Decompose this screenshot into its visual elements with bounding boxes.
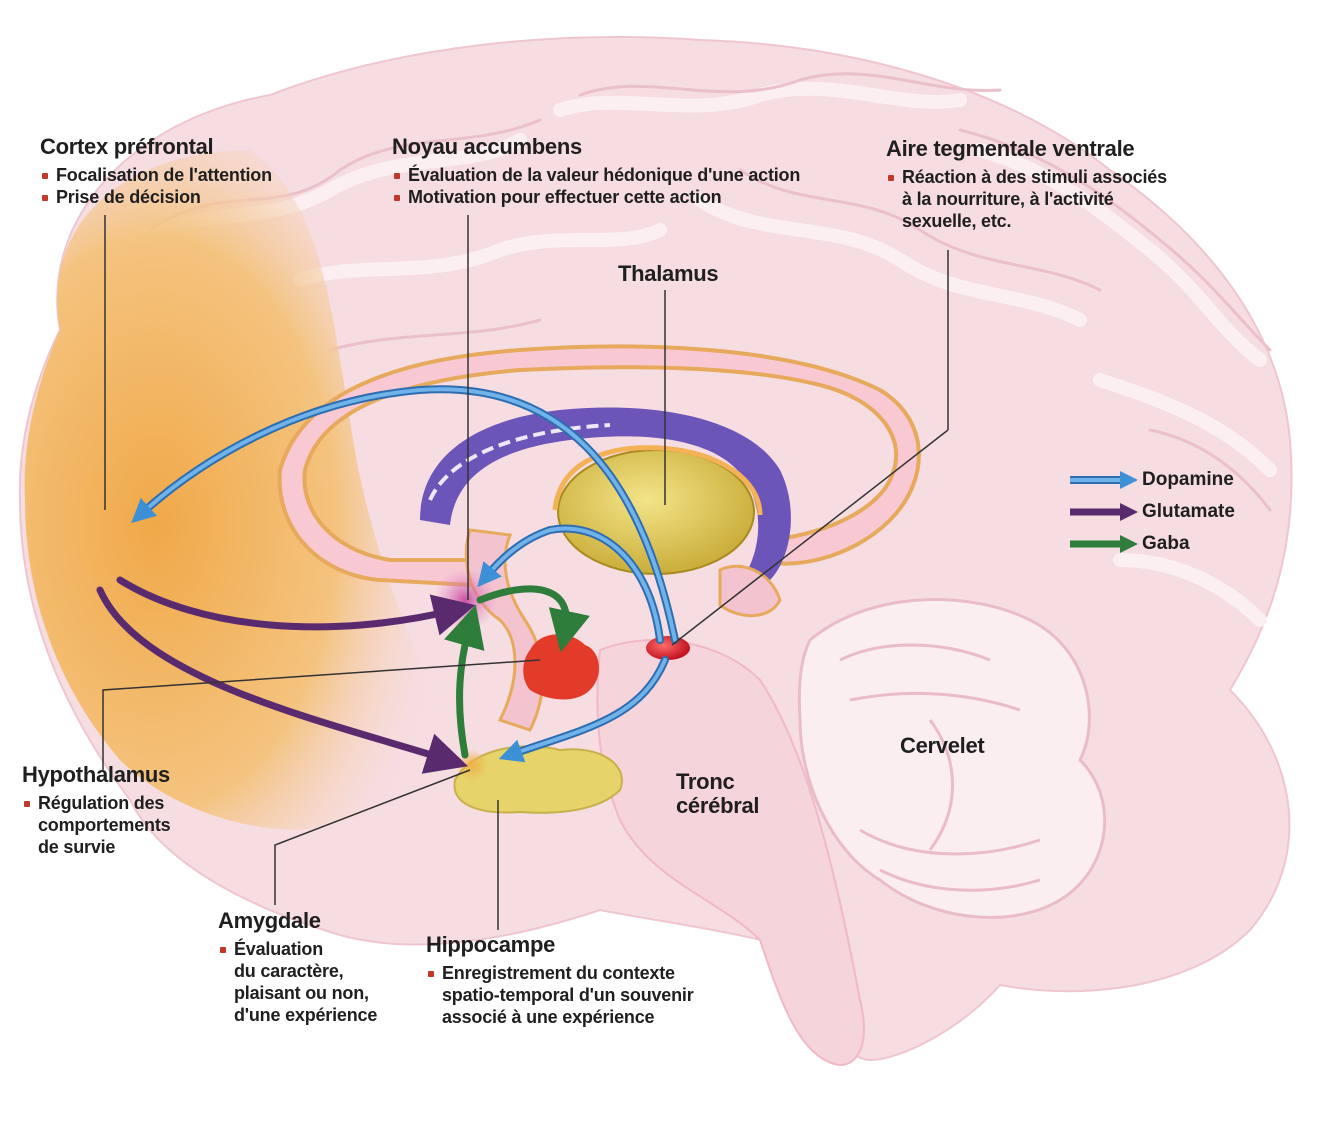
thalamus-shape xyxy=(558,450,754,574)
hypothalamus-label: Hypothalamus Régulation des comportement… xyxy=(22,762,170,858)
cortex-prefrontal-label: Cortex préfrontal Focalisation de l'atte… xyxy=(40,134,272,208)
list-item: Focalisation de l'attention xyxy=(40,164,272,186)
gaba-arrow-icon xyxy=(1068,532,1140,556)
noyau-accumbens-label: Noyau accumbens Évaluation de la valeur … xyxy=(392,134,800,208)
list-item: Régulation des comportements de survie xyxy=(22,792,170,858)
amygdale-label: Amygdale Évaluation du caractère, plaisa… xyxy=(218,908,377,1026)
cervelet-label: Cervelet xyxy=(900,734,984,758)
glutamate-arrow-icon xyxy=(1068,500,1140,524)
noyau-accumbens-list: Évaluation de la valeur hédonique d'une … xyxy=(392,164,800,208)
list-item: Motivation pour effectuer cette action xyxy=(392,186,800,208)
dopamine-arrow-icon xyxy=(1068,468,1140,492)
amygdale-title: Amygdale xyxy=(218,908,377,934)
hippocampe-list: Enregistrement du contexte spatio-tempor… xyxy=(426,962,694,1028)
hypothalamus-list: Régulation des comportements de survie xyxy=(22,792,170,858)
aire-tegmentale-title: Aire tegmentale ventrale xyxy=(886,136,1167,162)
hippocampe-label: Hippocampe Enregistrement du contexte sp… xyxy=(426,932,694,1028)
cortex-prefrontal-list: Focalisation de l'attention Prise de déc… xyxy=(40,164,272,208)
hippocampe-title: Hippocampe xyxy=(426,932,694,958)
legend-label: Glutamate xyxy=(1142,501,1235,523)
list-item: Évaluation du caractère, plaisant ou non… xyxy=(218,938,377,1026)
amygdala-spot xyxy=(456,749,488,781)
vta-spot xyxy=(646,636,690,660)
list-item: Enregistrement du contexte spatio-tempor… xyxy=(426,962,694,1028)
thalamus-label: Thalamus xyxy=(618,262,718,286)
hypothalamus-title: Hypothalamus xyxy=(22,762,170,788)
amygdale-list: Évaluation du caractère, plaisant ou non… xyxy=(218,938,377,1026)
list-item: Prise de décision xyxy=(40,186,272,208)
cortex-prefrontal-title: Cortex préfrontal xyxy=(40,134,272,160)
tronc-cerebral-label: Tronc cérébral xyxy=(676,770,759,818)
list-item: Réaction à des stimuli associés à la nou… xyxy=(886,166,1167,232)
aire-tegmentale-label: Aire tegmentale ventrale Réaction à des … xyxy=(886,136,1167,232)
legend-label: Dopamine xyxy=(1142,469,1234,491)
legend-label: Gaba xyxy=(1142,533,1190,555)
noyau-accumbens-title: Noyau accumbens xyxy=(392,134,800,160)
aire-tegmentale-list: Réaction à des stimuli associés à la nou… xyxy=(886,166,1167,232)
list-item: Évaluation de la valeur hédonique d'une … xyxy=(392,164,800,186)
